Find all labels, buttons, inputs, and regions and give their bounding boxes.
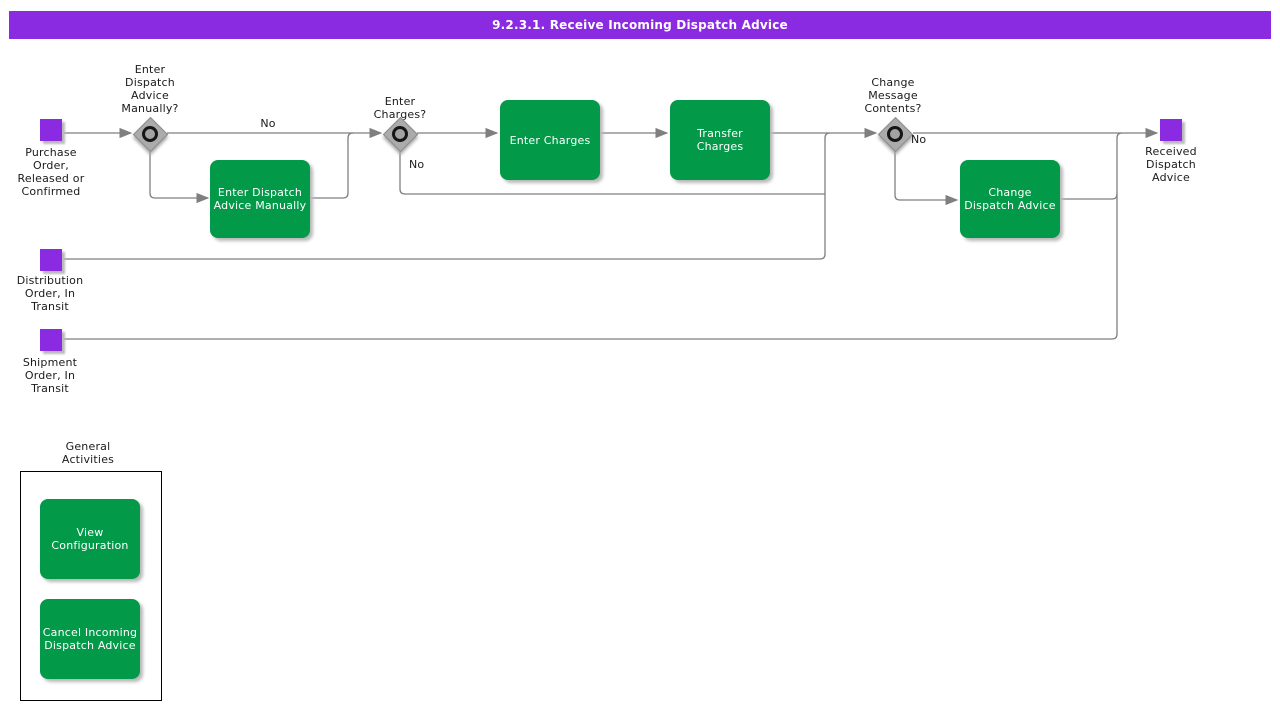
- decision-change-message-contents: [877, 116, 914, 153]
- decision2-no-label: No: [409, 158, 425, 171]
- event-shipment-order-label: Shipment Order, In Transit: [22, 356, 78, 395]
- decision-gateway-icon: [142, 126, 158, 142]
- decision-gateway-icon: [887, 126, 903, 142]
- activity-enter-dispatch-advice-manually[interactable]: Enter Dispatch Advice Manually: [210, 160, 310, 238]
- decision-enter-dispatch-advice-manually: [132, 116, 169, 153]
- event-purchase-order[interactable]: [40, 119, 62, 141]
- decision-enter-dispatch-advice-manually-label: Enter Dispatch Advice Manually?: [121, 63, 179, 115]
- decision-enter-charges-label: Enter Charges?: [373, 95, 427, 121]
- connector-decision1-yes: [149, 151, 210, 204]
- activity-enter-charges[interactable]: Enter Charges: [500, 100, 600, 180]
- diagram-title: 9.2.3.1. Receive Incoming Dispatch Advic…: [9, 11, 1271, 39]
- decision-enter-charges: [382, 116, 419, 153]
- event-received-dispatch-advice-label: Received Dispatch Advice: [1145, 145, 1197, 184]
- connector-decision3-yes: [894, 151, 959, 206]
- decision-gateway-icon: [392, 126, 408, 142]
- activity-transfer-charges[interactable]: Transfer Charges: [670, 100, 770, 180]
- decision1-no-label: No: [260, 117, 276, 130]
- decision-change-message-contents-label: Change Message Contents?: [864, 76, 922, 115]
- activity-cancel-incoming-dispatch-advice[interactable]: Cancel Incoming Dispatch Advice: [40, 599, 140, 679]
- event-distribution-order-label: Distribution Order, In Transit: [16, 274, 84, 313]
- connector-manualbox-merge: [310, 132, 354, 199]
- decision3-no-label: No: [911, 133, 927, 146]
- activity-change-dispatch-advice[interactable]: Change Dispatch Advice: [960, 160, 1060, 238]
- event-shipment-order[interactable]: [40, 329, 62, 351]
- event-purchase-order-label: Purchase Order, Released or Confirmed: [17, 146, 85, 198]
- connector-changeadvice-merge: [1060, 193, 1118, 200]
- activity-view-configuration[interactable]: View Configuration: [40, 499, 140, 579]
- event-distribution-order[interactable]: [40, 249, 62, 271]
- general-activities-title: General Activities: [61, 440, 115, 466]
- event-received-dispatch-advice[interactable]: [1160, 119, 1182, 141]
